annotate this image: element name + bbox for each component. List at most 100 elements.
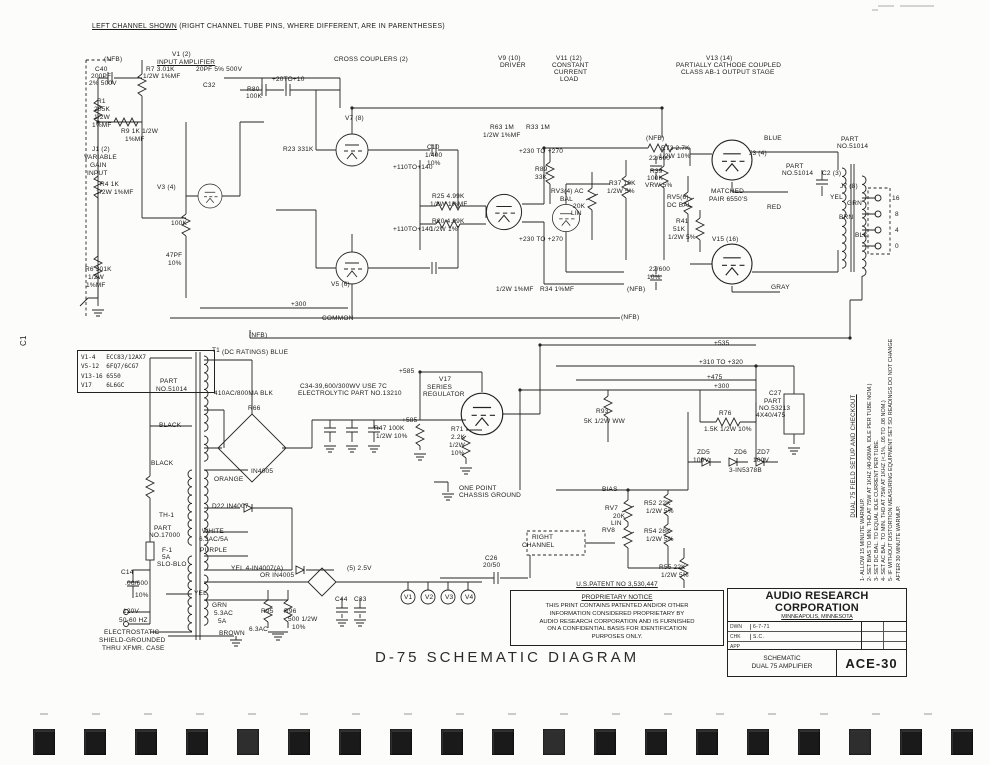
schematic-label: TH-1 bbox=[159, 512, 175, 519]
schematic-label: PART bbox=[786, 163, 804, 170]
film-frame bbox=[441, 729, 463, 755]
schematic-label: CHANNEL bbox=[522, 542, 555, 549]
schematic-label: 4X40/475 bbox=[756, 412, 786, 419]
schematic-label: YEL bbox=[830, 194, 843, 201]
film-frame bbox=[339, 729, 361, 755]
schematic-label: SHIELD-GROUNDED bbox=[99, 637, 166, 644]
schematic-label: 120V bbox=[123, 608, 139, 615]
schematic-label: R66 bbox=[248, 405, 261, 412]
schematic-label: BROWN bbox=[219, 630, 245, 637]
film-frame bbox=[492, 729, 514, 755]
schematic-label: 1/2W 5% bbox=[646, 508, 674, 515]
schematic-label: R54 28K bbox=[644, 528, 671, 535]
schematic-label: R96 bbox=[284, 608, 297, 615]
schematic-label: RV5(6) bbox=[667, 194, 689, 201]
schematic-label: (NFB) bbox=[104, 56, 123, 63]
schematic-label: (NFB) bbox=[627, 286, 646, 293]
film-frame bbox=[951, 729, 973, 755]
schematic-label: RV3(4) AC bbox=[551, 188, 584, 195]
schematic-label: 1.5K 1/2W 10% bbox=[704, 426, 752, 433]
schematic-label: 1/2W 1%MF bbox=[496, 286, 534, 293]
schematic-label: 6.3AC bbox=[249, 626, 269, 633]
schematic-label: +230 TO +270 bbox=[519, 148, 564, 155]
field-label: CHK bbox=[730, 633, 741, 640]
schematic-label: 5A bbox=[162, 554, 171, 561]
schematic-label: 5.3AC bbox=[214, 610, 234, 617]
field-value: S.C. bbox=[750, 633, 795, 640]
schematic-label: R20 4.99K bbox=[432, 218, 465, 225]
schematic-label: 1/2W 1%MF bbox=[96, 189, 134, 196]
notice-line: THIS PRINT CONTAINS PATENTED AND/OR OTHE… bbox=[545, 603, 689, 610]
schematic-label: 1/2W 10% bbox=[659, 153, 691, 160]
schematic-label: C32 bbox=[203, 82, 216, 89]
schematic-label: BLACK bbox=[159, 422, 182, 429]
notice-line: ON A CONFIDENTIAL BASIS FOR IDENTIFICATI… bbox=[547, 626, 687, 633]
schematic-label: R71 bbox=[451, 426, 464, 433]
schematic-label: LIN bbox=[571, 210, 582, 217]
schematic-label: R9 1K 1/2W bbox=[121, 128, 159, 135]
tube-row: V17 6L6GC bbox=[81, 381, 125, 389]
schematic-label: 1/2W bbox=[88, 274, 104, 281]
schematic-label: R4 1K bbox=[100, 181, 120, 188]
film-frame bbox=[543, 729, 565, 755]
schematic-label: +110TO+140 bbox=[393, 226, 433, 233]
field-setup-note: 1- ALLOW 15 MINUTE WARMUP. bbox=[859, 498, 866, 581]
schematic-label: 1/2W 5% bbox=[607, 188, 635, 195]
field-setup-heading: DUAL 75 FIELD SETUP AND CHECKOUT bbox=[851, 394, 857, 518]
schematic-label: 1/400 bbox=[425, 152, 443, 159]
schematic-label: YEL bbox=[194, 590, 207, 597]
schematic-label: IN4005 bbox=[251, 468, 274, 475]
schematic-label: MATCHED bbox=[711, 188, 745, 195]
schematic-label: RV8 bbox=[602, 527, 616, 534]
schematic-label: THRU XFMR. CASE bbox=[102, 645, 165, 652]
schematic-label: C2 (3) bbox=[822, 170, 842, 177]
schematic-label: 47PF bbox=[166, 252, 183, 259]
schematic-label: R7 3.01K bbox=[146, 66, 175, 73]
proprietary-notice: U.S.PATENT NO 3,530,447 PROPRIETARY NOTI… bbox=[510, 581, 724, 646]
schematic-label: 1/2W bbox=[94, 114, 110, 121]
header-note-rest: (RIGHT CHANNEL TUBE PINS, WHERE DIFFEREN… bbox=[177, 23, 445, 30]
schematic-label: 100V bbox=[753, 457, 769, 464]
schematic-label: V9 (10) bbox=[498, 55, 521, 62]
schematic-label: 1/2W 5% bbox=[661, 572, 689, 579]
schematic-label: 100K bbox=[171, 220, 187, 227]
schematic-label: BLK bbox=[855, 232, 868, 239]
schematic-label: C33 bbox=[354, 596, 367, 603]
schematic-label: .06/600 bbox=[125, 580, 149, 587]
schematic-label: R25 4.99K bbox=[432, 193, 465, 200]
schematic-label: 100V bbox=[693, 457, 709, 464]
schematic-label: PART bbox=[154, 525, 172, 532]
schematic-label: R39 bbox=[650, 168, 663, 175]
document-type-line2: DUAL 75 AMPLIFIER bbox=[751, 663, 813, 670]
schematic-label: YEL 4-IN4007(A) bbox=[231, 565, 284, 572]
schematic-label: 1/2W bbox=[449, 442, 465, 449]
schematic-label: 20K bbox=[573, 203, 586, 210]
schematic-label: OR IN4005 bbox=[260, 572, 295, 579]
schematic-label: CONSTANT bbox=[552, 62, 589, 69]
schematic-label: F-1 bbox=[162, 547, 173, 554]
schematic-label: (NFB) bbox=[249, 332, 268, 339]
schematic-label: 1/2W 1% bbox=[430, 226, 458, 233]
schematic-label: ELECTROSTATIC bbox=[104, 629, 160, 636]
schematic-label: PART bbox=[841, 136, 859, 143]
schematic-linework bbox=[40, 5, 960, 715]
schematic-label: RV7 bbox=[605, 505, 619, 512]
schematic-label: CROSS COUPLERS (2) bbox=[334, 56, 409, 63]
document-type: SCHEMATIC DUAL 75 AMPLIFIER bbox=[728, 650, 837, 676]
schematic-label: R1 bbox=[97, 98, 106, 105]
schematic-label: J3 (4) bbox=[749, 150, 767, 157]
schematic-label: +110TO+140 bbox=[393, 164, 433, 171]
proprietary-notice-title: PROPRIETARY NOTICE bbox=[581, 594, 653, 601]
schematic-label: INPUT bbox=[87, 170, 108, 177]
schematic-label: R41 bbox=[676, 218, 689, 225]
schematic-label: (NFB) bbox=[621, 314, 640, 321]
field-setup-lines: 1- ALLOW 15 MINUTE WARMUP.2- SET BIAS TO… bbox=[860, 331, 903, 581]
schematic-label: +300 bbox=[291, 301, 307, 308]
schematic-label: R52 22K bbox=[644, 500, 671, 507]
schematic-label: R33 1M bbox=[526, 124, 550, 131]
schematic-label: GRN bbox=[847, 200, 863, 207]
schematic-label: 10% bbox=[647, 274, 661, 281]
film-frame bbox=[33, 729, 55, 755]
